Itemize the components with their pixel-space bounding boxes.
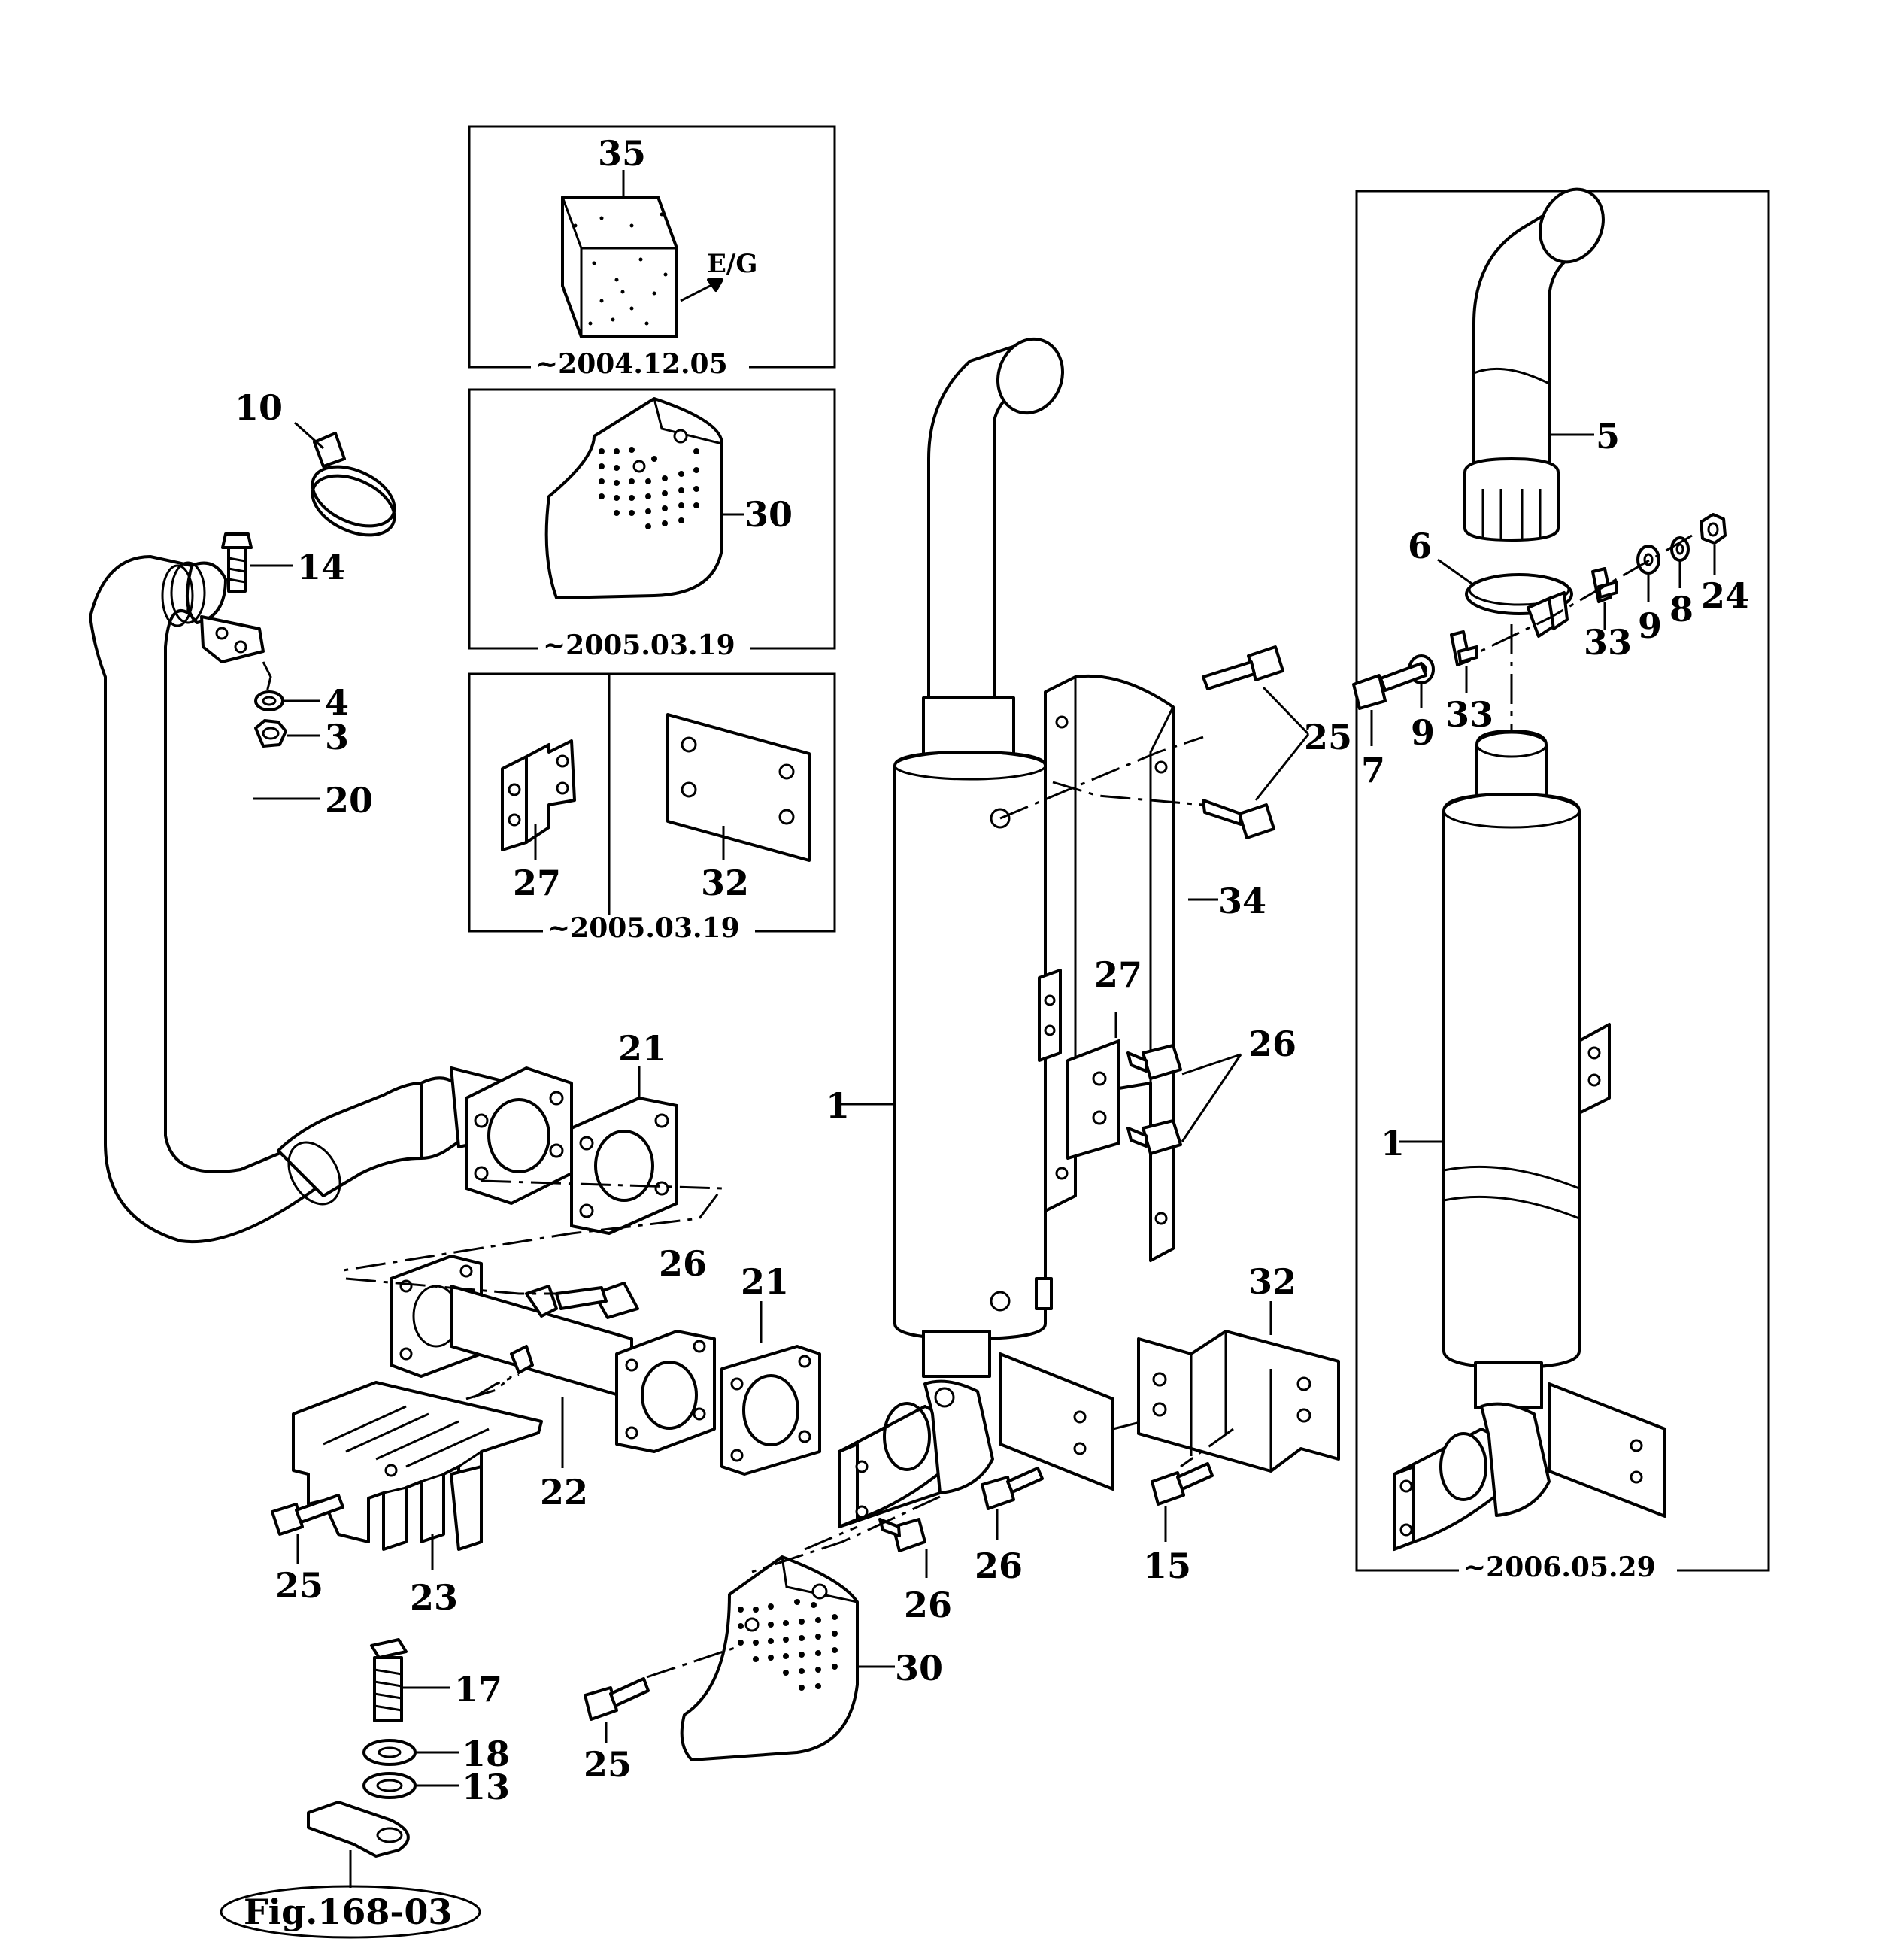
bolt-part-26-bracket	[981, 1467, 1044, 1510]
clamp-part-10	[311, 432, 396, 537]
callout-34: 34	[1218, 881, 1266, 921]
bolt-part-7	[1352, 662, 1427, 710]
insulation-pad-part-35	[561, 196, 678, 338]
muffler-part-1-variant	[1442, 730, 1611, 1441]
callout-9-left: 9	[1411, 712, 1435, 753]
callout-17: 17	[454, 1669, 502, 1710]
tailpipe-bracket-variant	[1393, 1382, 1666, 1551]
engine-direction-label: E/G	[707, 249, 757, 279]
callout-25-lower: 25	[584, 1744, 632, 1785]
date-label-pad: ~2004.12.05	[535, 348, 728, 380]
callout-26-adapter: 26	[659, 1243, 707, 1284]
callout-32-inset: 32	[701, 863, 749, 903]
gasket-part-21-lower	[720, 1345, 821, 1476]
date-label-bracket: ~2005.03.19	[547, 912, 740, 944]
callout-30-main: 30	[895, 1648, 943, 1688]
inset-bracket-variant: 27 32 ~2005.03.19	[468, 672, 836, 945]
bolt-part-26-elbow	[878, 1518, 926, 1552]
heat-shield-part-30	[680, 1555, 859, 1761]
tailpipe-part-5	[1463, 187, 1605, 542]
bolts-part-25-shield	[1202, 645, 1284, 839]
callout-3: 3	[325, 717, 349, 757]
bolt-part-26-adapter	[555, 1282, 639, 1319]
spring-washer-part-18	[362, 1739, 417, 1766]
callout-1-main: 1	[826, 1085, 850, 1126]
washer-part-4	[254, 690, 284, 711]
plate-part-32-old	[666, 713, 811, 862]
figure-reference: Fig.168-03	[220, 1885, 481, 1939]
callout-9-right: 9	[1638, 605, 1662, 646]
bracket-part-32	[1137, 1330, 1340, 1473]
callout-32-main: 32	[1248, 1261, 1296, 1302]
nut-part-3	[254, 719, 287, 748]
clip-part-33-left	[1450, 630, 1478, 666]
callout-23: 23	[410, 1577, 458, 1618]
tailpipe-bracket-assembly	[838, 1352, 1114, 1528]
bolt-part-15	[1151, 1462, 1214, 1506]
heat-shield-part-34	[1038, 674, 1175, 1262]
callout-33-left: 33	[1445, 694, 1493, 735]
nut-part-24	[1700, 513, 1727, 545]
date-label-muffler: ~2006.05.29	[1463, 1552, 1656, 1583]
callout-18: 18	[462, 1734, 510, 1774]
callout-24: 24	[1701, 575, 1749, 616]
washer-part-13	[362, 1772, 417, 1799]
inset-pad-variant: 35 E/G ~2004.12.05	[468, 125, 836, 381]
figure-reference-label: Fig.168-03	[244, 1892, 452, 1932]
clamp-part-6	[1465, 573, 1573, 638]
callout-4: 4	[325, 682, 349, 723]
callout-20: 20	[325, 780, 373, 821]
callout-21-upper: 21	[618, 1028, 666, 1069]
callout-15: 15	[1143, 1546, 1191, 1586]
callout-30-inset: 30	[744, 494, 793, 535]
callout-26-shield: 26	[1248, 1024, 1296, 1064]
callout-10: 10	[235, 387, 283, 428]
callout-27-main: 27	[1094, 954, 1142, 995]
callout-5: 5	[1596, 416, 1620, 457]
bolt-part-14	[221, 532, 253, 593]
gasket-part-21-upper	[570, 1097, 678, 1235]
callout-25-shield: 25	[1304, 717, 1352, 757]
callout-33-right: 33	[1584, 622, 1632, 663]
callout-21-lower: 21	[741, 1261, 789, 1302]
bolt-part-25-guard	[271, 1494, 344, 1536]
callout-26-elbow: 26	[904, 1585, 952, 1625]
callout-26-bracket: 26	[975, 1546, 1023, 1586]
date-label-shield: ~2005.03.19	[543, 630, 735, 661]
heat-shield-part-30-old	[544, 397, 723, 599]
muffler-part-1	[893, 337, 1065, 1378]
exhaust-pipe-part-20	[89, 555, 317, 1244]
bolt-part-17	[370, 1638, 408, 1722]
inset-shield-variant: 30 ~2005.03.19	[468, 388, 836, 662]
callout-13: 13	[462, 1767, 510, 1807]
bracket-part-27-old	[501, 739, 576, 851]
spring-washer-part-8	[1670, 536, 1690, 562]
bolts-part-26-shield	[1126, 1044, 1182, 1155]
callout-22: 22	[540, 1472, 588, 1512]
callout-14: 14	[297, 547, 345, 587]
flange-upper	[465, 1066, 573, 1205]
mount-tab	[307, 1801, 410, 1858]
callout-7: 7	[1361, 750, 1385, 790]
bolt-part-25-lower	[584, 1677, 650, 1721]
bracket-part-27-main	[1066, 1039, 1120, 1160]
callout-25-guard: 25	[275, 1565, 323, 1606]
callout-1-variant: 1	[1381, 1123, 1405, 1164]
adapter-pipe-part-22	[390, 1255, 716, 1453]
callout-8: 8	[1669, 589, 1694, 630]
callout-27-inset: 27	[513, 863, 561, 903]
guard-part-23	[292, 1381, 543, 1551]
callout-6: 6	[1408, 526, 1432, 566]
callout-35: 35	[598, 133, 646, 174]
